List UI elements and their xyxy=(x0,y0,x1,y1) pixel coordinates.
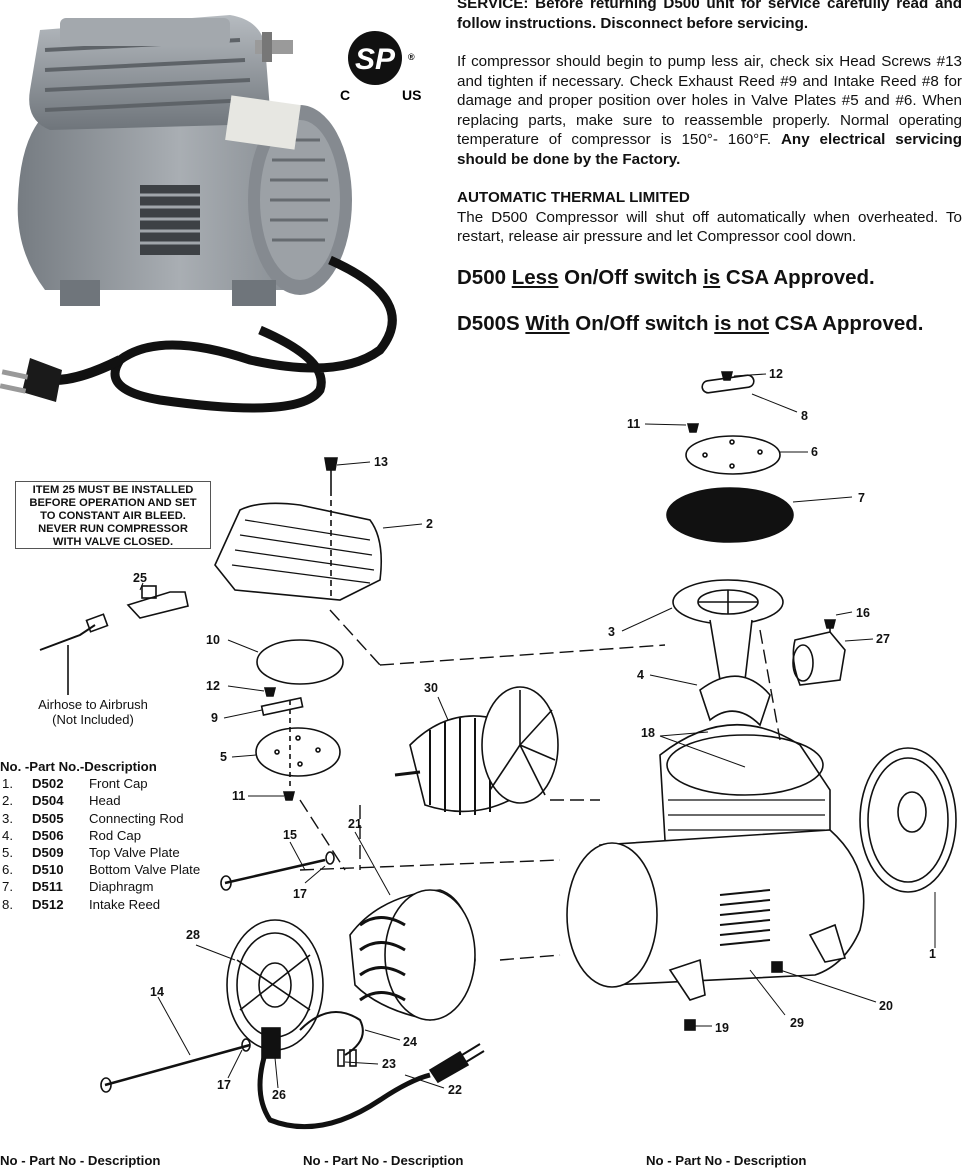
callout-13: 13 xyxy=(374,455,388,469)
exploded-diagram: 13 2 25 10 12 9 5 11 11 12 8 6 7 3 4 16 … xyxy=(39,367,957,1130)
callout-26: 26 xyxy=(272,1088,286,1102)
callout-21: 21 xyxy=(348,817,362,831)
callout-9: 9 xyxy=(211,711,218,725)
callout-27: 27 xyxy=(876,632,890,646)
callout-numbers: 13 2 25 10 12 9 5 11 11 12 8 6 7 3 4 16 … xyxy=(133,367,936,1102)
callout-19: 19 xyxy=(715,1021,729,1035)
airhose-label: Airhose to Airbrush(Not Included) xyxy=(38,697,148,727)
callout-7: 7 xyxy=(858,491,865,505)
callout-11-left: 11 xyxy=(232,789,245,803)
callout-20: 20 xyxy=(879,999,893,1013)
callout-15: 15 xyxy=(283,828,297,842)
callout-22: 22 xyxy=(448,1083,462,1097)
footer-header-3: No - Part No - Description xyxy=(646,1153,807,1168)
callout-10: 10 xyxy=(206,633,220,647)
callout-8: 8 xyxy=(801,409,808,423)
callout-17-bottom: 17 xyxy=(217,1078,231,1092)
callout-6: 6 xyxy=(811,445,818,459)
callout-4: 4 xyxy=(637,668,644,682)
csa-mark: SP xyxy=(355,43,396,76)
compressor-photo xyxy=(0,15,397,413)
callout-29: 29 xyxy=(790,1016,804,1030)
svg-text:®: ® xyxy=(408,52,415,62)
parts-list-header: No. -Part No.-Description xyxy=(0,759,157,774)
callout-12-right: 12 xyxy=(769,367,783,381)
svg-text:C: C xyxy=(340,87,350,103)
footer-header-1: No - Part No - Description xyxy=(0,1153,161,1168)
thermal-text: The D500 Compressor will shut off automa… xyxy=(457,208,962,246)
callout-5: 5 xyxy=(220,750,227,764)
csa-logo: SP ® C US xyxy=(338,22,433,104)
approval-line-d500: D500 Less On/Off switch is CSA Approved. xyxy=(457,266,875,289)
callout-14: 14 xyxy=(150,985,164,999)
callout-30: 30 xyxy=(424,681,438,695)
callout-12-left: 12 xyxy=(206,679,220,693)
callout-1: 1 xyxy=(929,947,936,961)
callout-18: 18 xyxy=(641,726,655,740)
thermal-heading: AUTOMATIC THERMAL LIMITED xyxy=(457,189,690,206)
callout-28: 28 xyxy=(186,928,200,942)
callout-3: 3 xyxy=(608,625,615,639)
footer-header-2: No - Part No - Description xyxy=(303,1153,464,1168)
callout-24: 24 xyxy=(403,1035,417,1049)
approval-line-d500s: D500S With On/Off switch is not CSA Appr… xyxy=(457,312,924,335)
callout-25: 25 xyxy=(133,571,147,585)
callout-2: 2 xyxy=(426,517,433,531)
service-paragraph: SERVICE: Before returning D500 unit for … xyxy=(457,0,962,32)
callout-23: 23 xyxy=(382,1057,396,1071)
callout-16: 16 xyxy=(856,606,870,620)
callout-11-right: 11 xyxy=(627,417,640,431)
svg-text:US: US xyxy=(402,87,421,103)
callout-17-top: 17 xyxy=(293,887,307,901)
service-instructions: SERVICE: Before returning D500 unit for … xyxy=(457,0,962,247)
maintenance-paragraph: If compressor should begin to pump less … xyxy=(457,53,962,168)
